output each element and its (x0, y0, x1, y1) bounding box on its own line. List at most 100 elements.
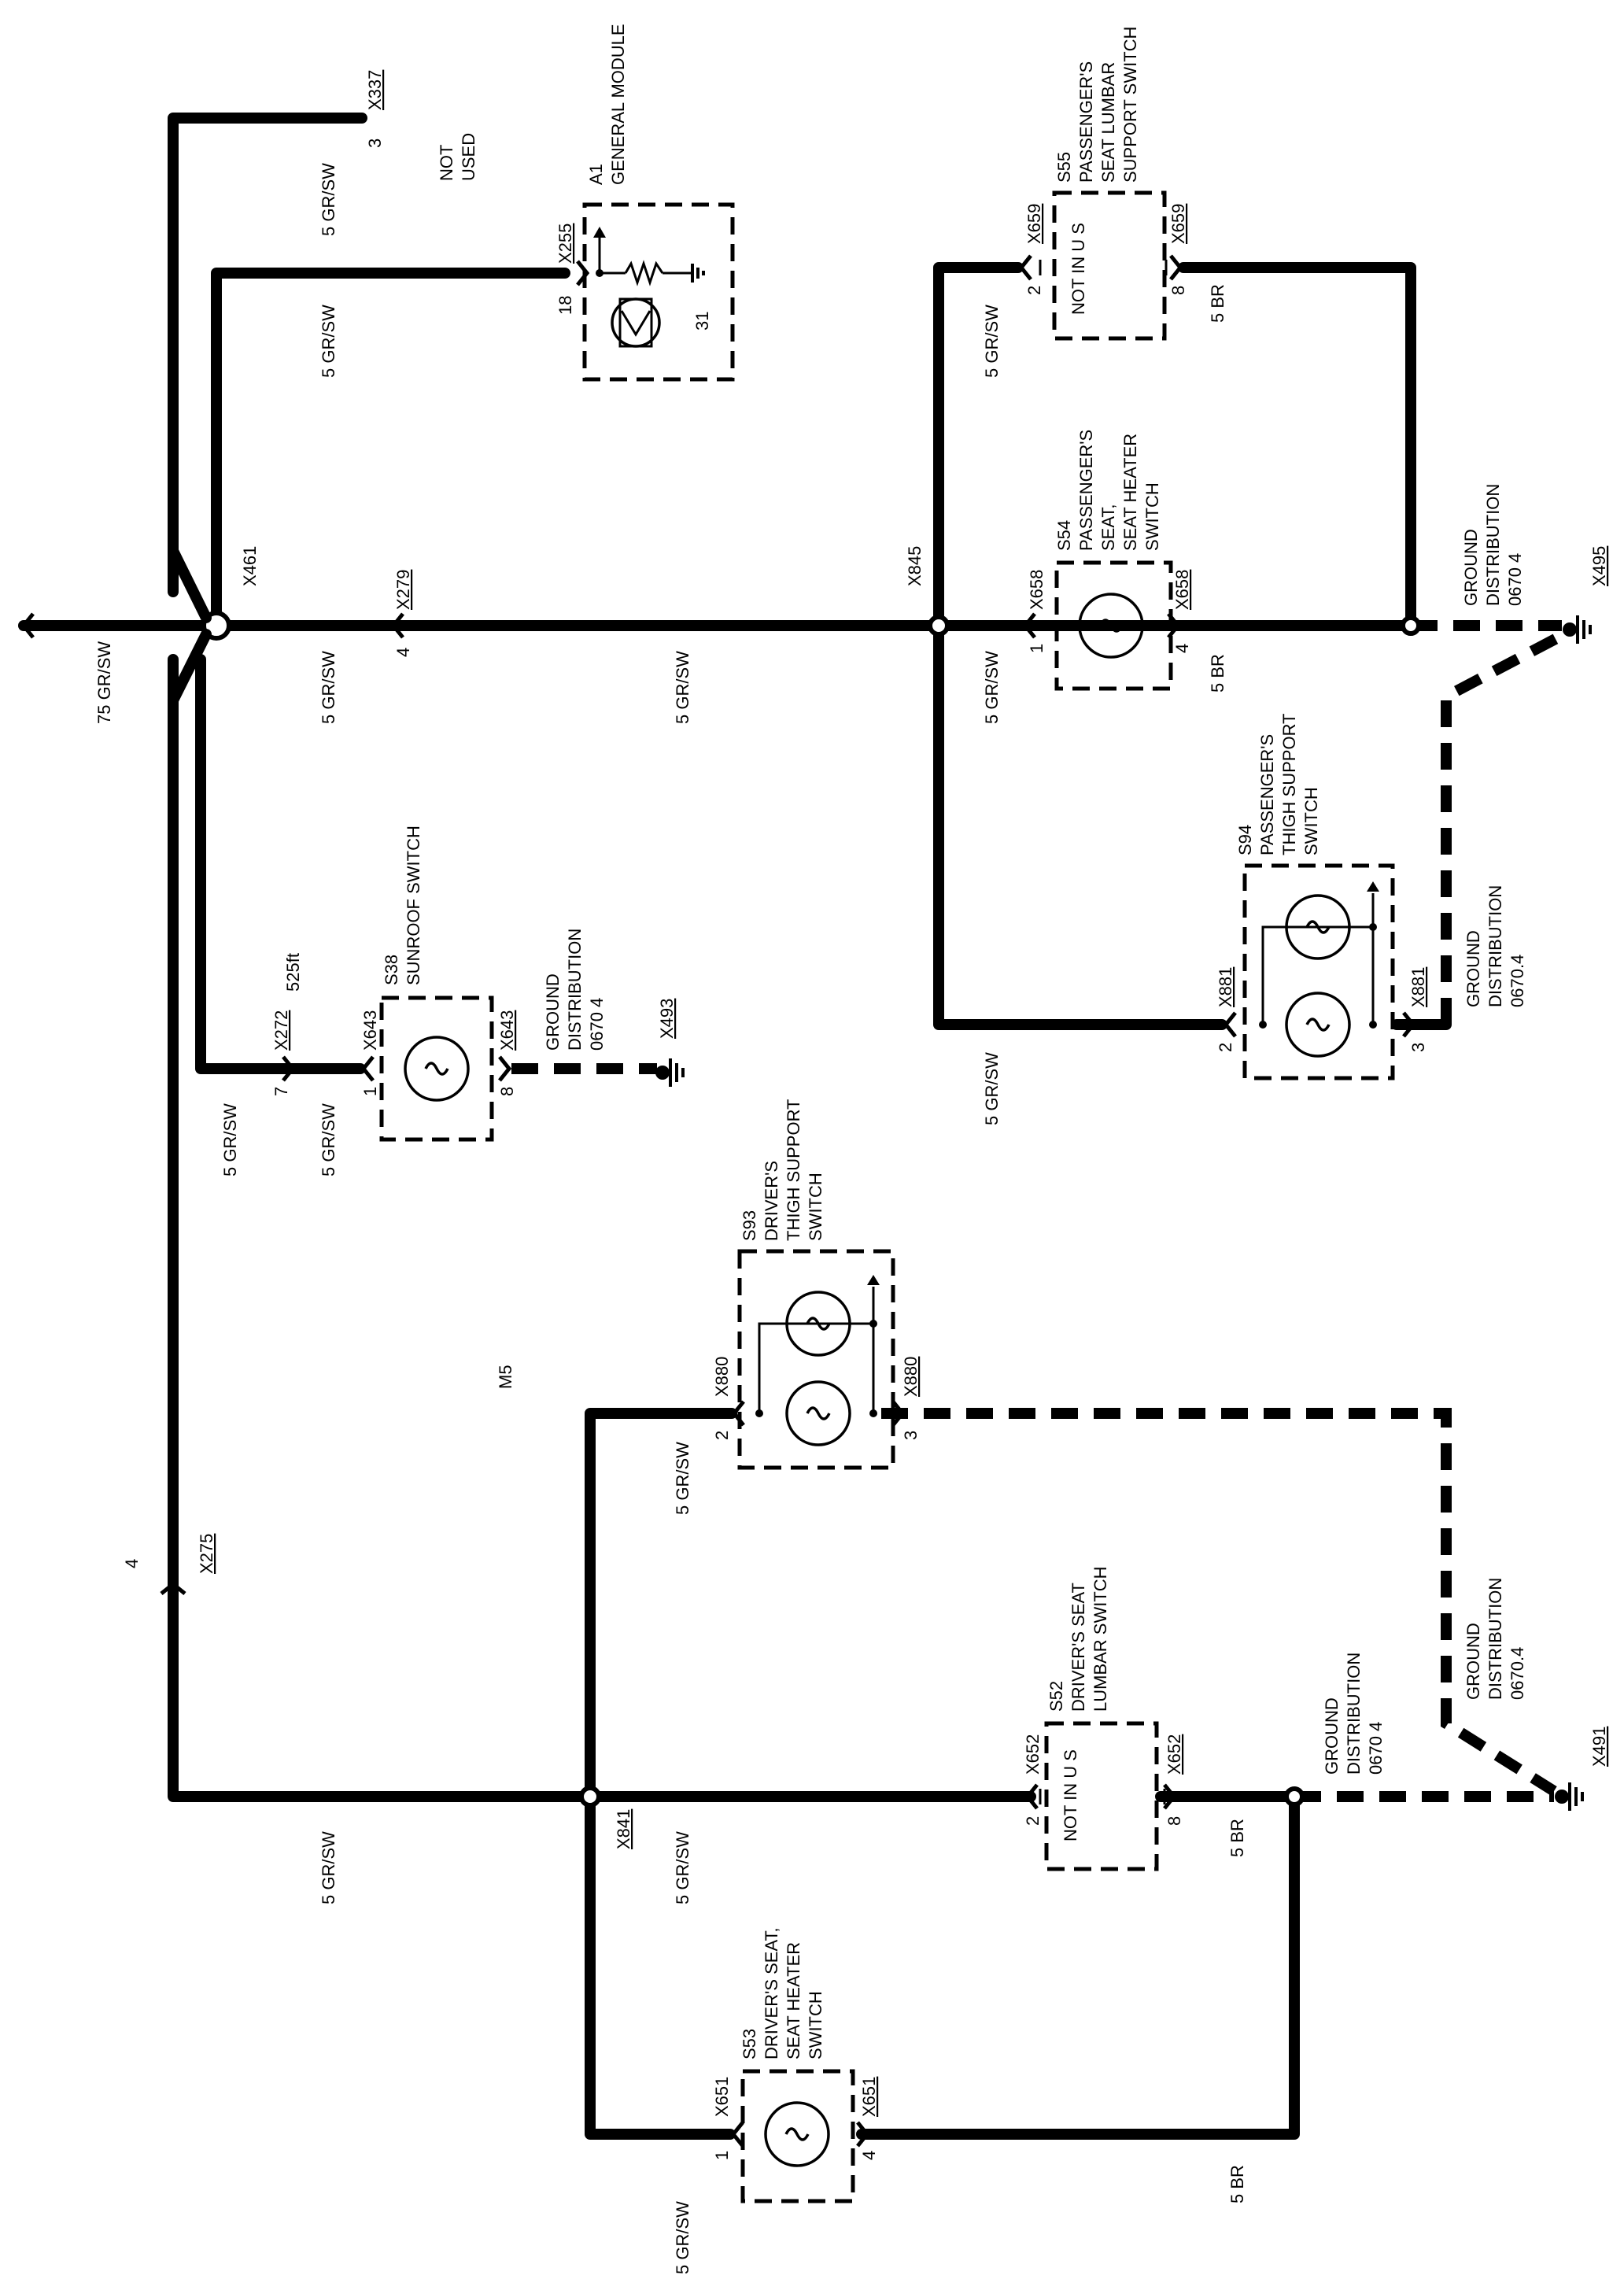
conn-x491: X491 (1589, 1727, 1609, 1767)
label-s93-line-0: S93 (740, 1210, 759, 1241)
wire-s55-left (933, 262, 1024, 631)
wire-gnd-s93 (881, 1408, 1557, 1796)
label-gnd-s94-line-2: 0670.4 (1508, 955, 1527, 1007)
pin-x881-2: 2 (1216, 1043, 1235, 1052)
label-s55-line-3: SUPPORT SWITCH (1120, 27, 1140, 183)
pin-x658-4: 4 (1172, 644, 1192, 653)
wire-s94 (933, 620, 1227, 1030)
label-not-used-line-0: NOT (437, 145, 456, 181)
wire-x337 (168, 113, 367, 597)
pin-x659-2: 2 (1024, 286, 1044, 295)
label-gnd-top-line-0: GROUND (1461, 529, 1481, 606)
label-gnd-s52-line-2: 0670 4 (1366, 1722, 1386, 1775)
module-m5: M5 (496, 1365, 515, 1389)
label-a1-line-1: GENERAL MODULE (608, 24, 628, 185)
connector-chevrons (20, 254, 1416, 2148)
switch-lamps (404, 227, 1379, 2167)
wire-label-sun2: 5 GR/SW (319, 1103, 338, 1176)
ground-x493-icon (655, 1058, 685, 1087)
label-s53-line-0: S53 (740, 2029, 759, 2059)
chevron-x651-right (856, 2121, 870, 2148)
s38-box (379, 995, 494, 1142)
pin-x643-1: 1 (360, 1087, 380, 1096)
conn-x841: X841 (614, 1809, 633, 1849)
s94-box (1242, 863, 1395, 1080)
wire-label-br-s52: 5 BR (1227, 1819, 1247, 1857)
pin-x643-8: 8 (497, 1087, 517, 1096)
s52-box (1044, 1721, 1159, 1871)
label-not-used-line-1: USED (459, 133, 478, 181)
pin-x880-3: 3 (901, 1431, 921, 1440)
pin-x880-2: 2 (712, 1431, 732, 1440)
chevron-x880-right (891, 1400, 906, 1427)
pin-x651-1: 1 (712, 2151, 732, 2160)
a1-internals (593, 227, 705, 348)
wire-label-br-s53: 5 BR (1227, 2165, 1247, 2203)
pin-x275-4: 4 (122, 1559, 142, 1568)
splices (201, 611, 1421, 1808)
conn-x643-right: X643 (497, 1010, 517, 1051)
pin-x272-7: 7 (271, 1087, 291, 1096)
label-gnd-s93-line-1: DISTRIBUTION (1486, 1578, 1505, 1700)
wire-label-bot: 5 GR/SW (319, 1831, 338, 1904)
label-gnd-sun-line-0: GROUND (543, 973, 563, 1051)
label-s94-line-0: S94 (1235, 825, 1255, 855)
conn-x658-left: X658 (1027, 570, 1046, 610)
label-s93-line-1: DRIVER'S (762, 1161, 781, 1241)
pin-x659-8: 8 (1168, 286, 1188, 295)
wire-label-s54: 5 GR/SW (982, 651, 1002, 724)
label-s94-line-3: SWITCH (1301, 787, 1321, 855)
pin-x279-4: 4 (393, 648, 413, 657)
label-s54-line-4: SWITCH (1142, 482, 1162, 551)
wire-label-sun1: 5 GR/SW (220, 1103, 240, 1176)
chevron-x659-right (1169, 254, 1183, 281)
pin-x881-3: 3 (1408, 1043, 1428, 1052)
wire-label-s55: 5 GR/SW (982, 305, 1002, 378)
label-s38-line-0: S38 (382, 955, 401, 985)
conn-x880-right: X880 (901, 1357, 921, 1397)
wire-label-mid2: 5 GR/SW (673, 651, 692, 724)
chevron-x658-left (1022, 612, 1036, 639)
label-gnd-s94-line-1: DISTRIBUTION (1486, 885, 1505, 1007)
conn-x272: X272 (271, 1010, 291, 1051)
label-s54-line-2: SEAT, (1098, 504, 1118, 551)
ground-x491-icon (1555, 1782, 1584, 1811)
pin-a1-31: 31 (692, 312, 712, 331)
ground-symbols (655, 615, 1592, 1811)
wire-label-s93: 5 GR/SW (673, 1442, 692, 1515)
label-gnd-sun-line-2: 0670 4 (587, 998, 607, 1051)
splice-x845 (928, 615, 950, 637)
label-gnd-s93-line-2: 0670.4 (1508, 1647, 1527, 1700)
pin-x652-8: 8 (1164, 1816, 1184, 1826)
label-s52-line-1: DRIVER'S SEAT (1069, 1583, 1088, 1712)
conn-x493: X493 (657, 999, 677, 1039)
s94-lamps (1259, 881, 1379, 1058)
conn-x659-right: X659 (1168, 204, 1188, 244)
wire-a1 (211, 268, 570, 631)
label-s54-line-0: S54 (1054, 520, 1074, 551)
label-s93-line-2: THIGH SUPPORT (784, 1099, 803, 1241)
label-s53-line-3: SWITCH (806, 1991, 825, 2059)
chevron-x255 (576, 260, 590, 286)
conn-x652-left: X652 (1023, 1734, 1043, 1775)
label-s94-line-2: THIGH SUPPORT (1279, 713, 1299, 855)
s55-box (1052, 190, 1167, 341)
s53-box (740, 2069, 855, 2203)
s55-contacts (1039, 260, 1168, 275)
label-gnd-s52-line-0: GROUND (1322, 1697, 1342, 1775)
s54-box (1054, 560, 1173, 691)
label-a1-line-0: A1 (586, 164, 606, 185)
chevron-x272 (282, 1055, 296, 1082)
label-s38-line-1: SUNROOF SWITCH (404, 826, 423, 985)
s38-lamp (404, 1036, 470, 1102)
conn-x275: X275 (197, 1534, 216, 1574)
chevron-x881-right (1402, 1011, 1416, 1038)
label-s53-line-2: SEAT HEATER (784, 1942, 803, 2059)
splice-x841 (579, 1786, 601, 1808)
ground-wires (511, 620, 1569, 1802)
conn-x658-right: X658 (1172, 570, 1192, 610)
label-s52-note: NOT IN U S (1061, 1749, 1080, 1841)
label-s52-line-2: LUMBAR SWITCH (1091, 1566, 1110, 1712)
conn-x652-right: X652 (1164, 1734, 1184, 1775)
s53-lamp (764, 2101, 830, 2167)
